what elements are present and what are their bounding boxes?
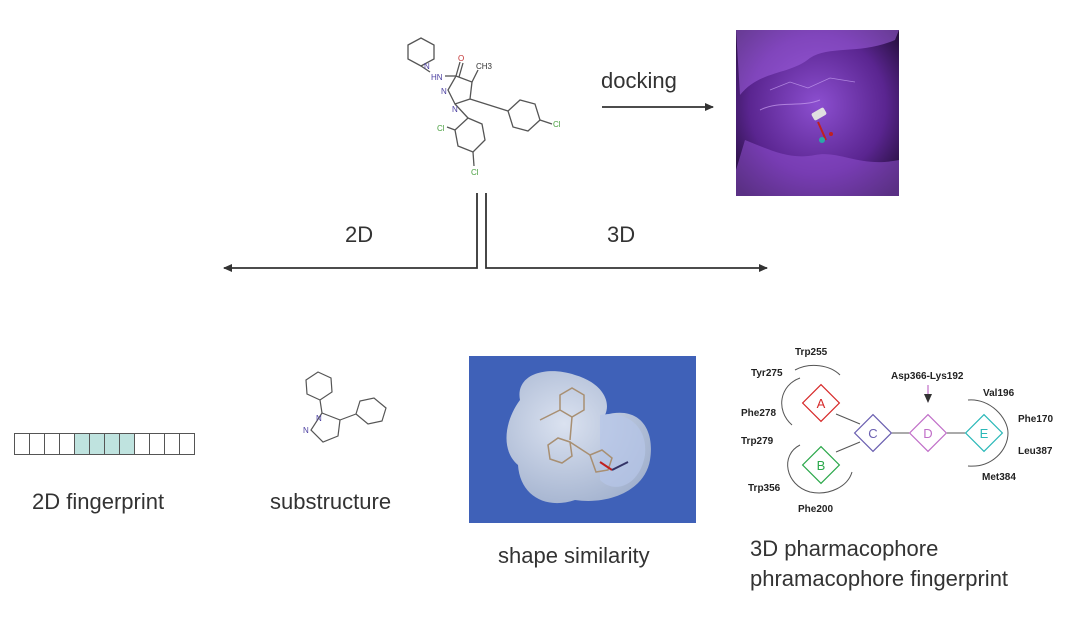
- feature-B-diamond: [801, 445, 841, 485]
- arrow-2d: [223, 193, 478, 272]
- feature-A-diamond: [801, 383, 841, 423]
- ligand-atom-labels: N HN O CH3 N N Cl Cl Cl: [424, 54, 561, 177]
- atom-label: N: [316, 414, 322, 423]
- shape-similarity-label: shape similarity: [498, 543, 650, 568]
- feature-label-D: D: [923, 426, 932, 441]
- feature-label-C: C: [868, 426, 877, 441]
- feature-C-diamond: [853, 413, 893, 453]
- residue-label: Phe200: [798, 504, 834, 515]
- pharmacophore-label: 3D pharmacophore: [750, 536, 939, 561]
- docking-image: [736, 30, 899, 196]
- residue-label: Val196: [983, 388, 1015, 399]
- atom-label: HN: [431, 73, 443, 82]
- fingerprint-bit: [134, 433, 150, 455]
- residue-label: Trp255: [795, 347, 828, 358]
- feature-label-E: E: [980, 426, 989, 441]
- fingerprint-bit: [179, 433, 195, 455]
- substructure-molecule: [305, 371, 387, 443]
- residue-label: Trp279: [741, 436, 774, 447]
- fingerprint-bit: [29, 433, 45, 455]
- fingerprint-bit-vector: [14, 433, 195, 455]
- arrow-3d: [485, 193, 768, 272]
- residue-label: Phe278: [741, 408, 777, 419]
- docking-label: docking: [601, 68, 677, 93]
- atom-label: Cl: [437, 124, 445, 133]
- branch-2d-label: 2D: [345, 222, 374, 247]
- fingerprint-bit: [89, 433, 105, 455]
- atom-label: N: [424, 62, 430, 71]
- fingerprint-bit: [44, 433, 60, 455]
- pharmacophore-fingerprint-label: phramacophore fingerprint: [750, 566, 1009, 591]
- fingerprint-bit: [59, 433, 75, 455]
- substructure-label: substructure: [270, 489, 392, 514]
- fingerprint-bit: [119, 433, 135, 455]
- residue-label: Leu387: [1018, 446, 1053, 457]
- feature-E-diamond: [964, 413, 1004, 453]
- fingerprint-bit: [164, 433, 180, 455]
- atom-label: O: [458, 54, 464, 63]
- fingerprint-bit: [14, 433, 30, 455]
- residue-label: Asp366-Lys192: [891, 371, 964, 382]
- atom-label: N: [303, 426, 309, 435]
- feature-D-diamond: [908, 413, 948, 453]
- fingerprint-bit: [149, 433, 165, 455]
- atom-label: CH3: [476, 62, 493, 71]
- branch-3d-label: 3D: [607, 222, 636, 247]
- pharmacophore-diagram: A B C D E: [781, 364, 1009, 494]
- fingerprint-bit: [104, 433, 120, 455]
- ligand-structure: [407, 37, 553, 167]
- residue-label: Phe170: [1018, 414, 1054, 425]
- residue-label: Trp356: [748, 483, 781, 494]
- split-arrows: [223, 193, 768, 272]
- residue-label: Tyr275: [751, 368, 783, 379]
- substructure-atom-labels: N N: [303, 414, 322, 435]
- atom-label: Cl: [471, 168, 479, 177]
- fingerprint-2d-label: 2D fingerprint: [32, 489, 165, 514]
- atom-label: N: [441, 87, 447, 96]
- feature-label-B: B: [817, 458, 826, 473]
- atom-label: N: [452, 105, 458, 114]
- residue-label: Met384: [982, 472, 1016, 483]
- atom-label: Cl: [553, 120, 561, 129]
- feature-label-A: A: [817, 396, 826, 411]
- fingerprint-bit: [74, 433, 90, 455]
- shape-similarity-image: [469, 356, 696, 523]
